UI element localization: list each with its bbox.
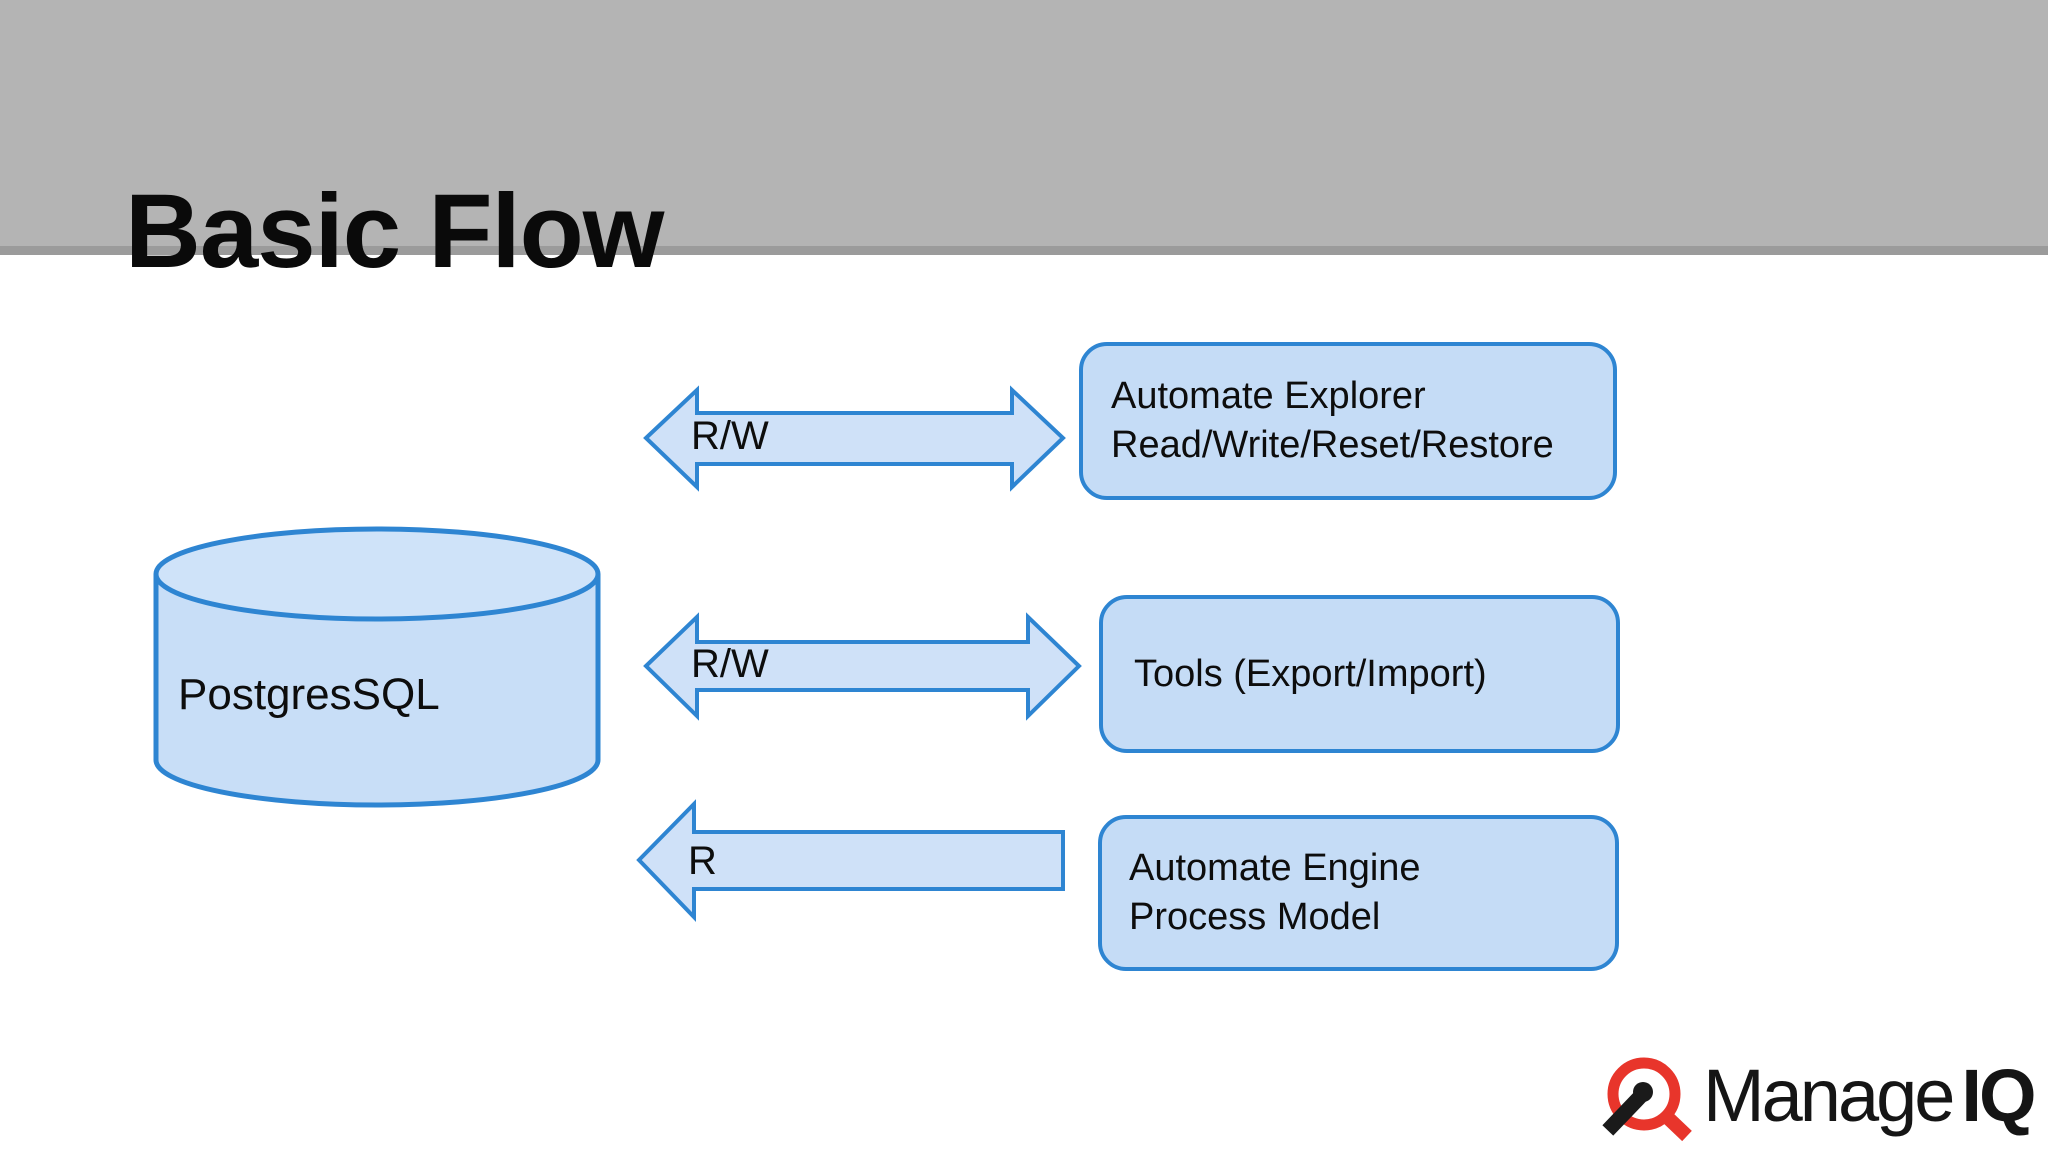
database-label: PostgresSQL [178,670,440,719]
node-line: Read/Write/Reset/Restore [1111,424,1554,466]
logo-text-bold: IQ [1961,1054,2036,1137]
logo-text-regular: Manage [1703,1054,1955,1137]
node-line: Process Model [1129,896,1381,938]
slide-header [0,0,2048,246]
header-underline [0,246,2048,255]
node-automate-engine: Automate Engine Process Model [1098,815,1619,971]
node-line: Tools (Export/Import) [1134,652,1487,695]
magnifier-q-icon [1602,1057,1692,1142]
node-automate-explorer: Automate Explorer Read/Write/Reset/Resto… [1079,342,1617,500]
node-tools-export-import: Tools (Export/Import) [1099,595,1620,753]
node-line: Automate Explorer [1111,375,1426,417]
flow-label-rw-2: R/W [691,642,769,686]
database-cylinder [153,526,601,808]
page-title: Basic Flow [125,173,664,291]
flow-label-r-3: R [688,839,717,883]
bidirectional-arrow-1 [643,385,1066,492]
node-line: Automate Engine [1129,847,1421,889]
flow-label-rw-1: R/W [691,414,769,458]
left-arrow-3 [636,799,1065,922]
bidirectional-arrow-2 [643,612,1082,721]
